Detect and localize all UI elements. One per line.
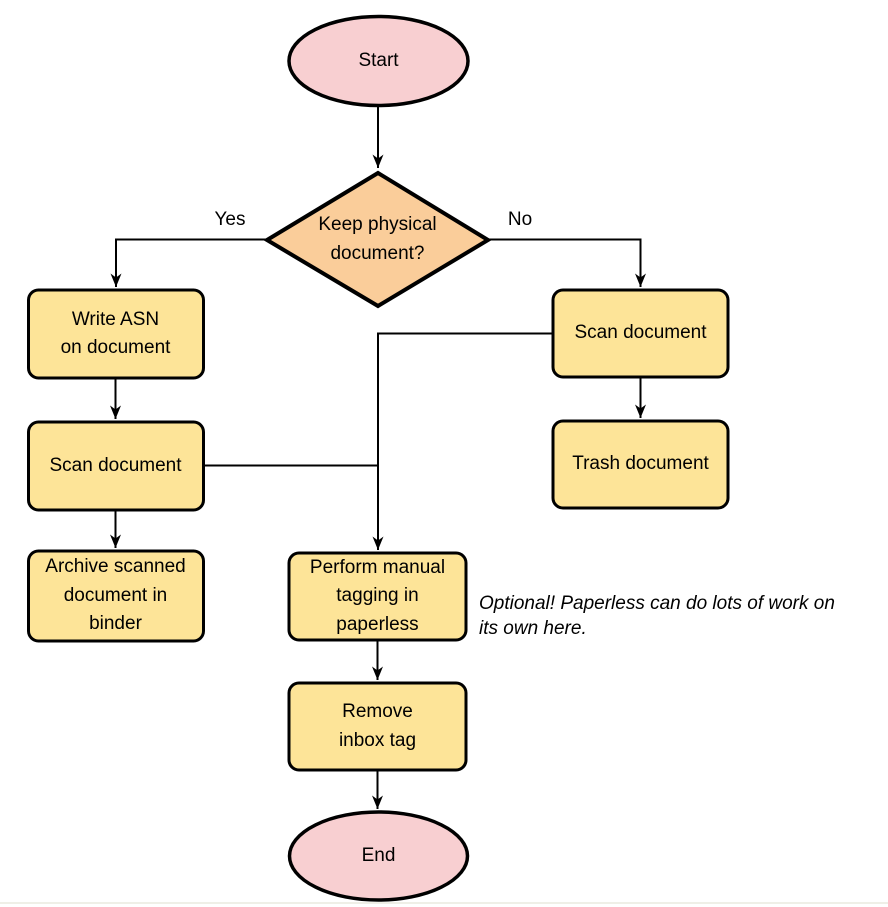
edge-decision-no (489, 238, 646, 287)
decision-label: Keep physical document? (318, 214, 437, 264)
bottom-divider (0, 902, 888, 904)
remove-inbox-label: Remove inbox tag (338, 701, 417, 751)
archive-label: Archive scanned document in binder (45, 556, 186, 635)
end-terminal-shape (287, 810, 470, 902)
edge-scanright-to-tagging (372, 332, 553, 550)
yes-edge-label: Yes (214, 209, 246, 230)
scan-right-label: Scan document (574, 322, 707, 344)
end-label: End (361, 844, 396, 866)
optional-annotation: Optional! Paperless can do lots of work … (479, 593, 835, 640)
tagging-box-shape (287, 551, 468, 642)
archive-box-shape (27, 549, 205, 643)
trash-label: Trash document (572, 453, 709, 475)
scan-right-box-shape (551, 288, 730, 379)
trash-box-shape (551, 419, 730, 510)
tagging-label: Perform manual tagging in paperless (309, 556, 446, 635)
start-label: Start (358, 49, 399, 71)
write-asn-box-shape (27, 288, 205, 380)
scan-left-box-shape (27, 420, 205, 512)
write-asn-label: Write ASN on document (60, 308, 171, 359)
edge-decision-yes (110, 238, 266, 287)
no-edge-label: No (507, 209, 533, 230)
decision-diamond-shape (263, 170, 492, 309)
start-terminal-shape (287, 14, 470, 108)
remove-inbox-box-shape (287, 681, 468, 772)
scan-left-label: Scan document (49, 454, 182, 476)
